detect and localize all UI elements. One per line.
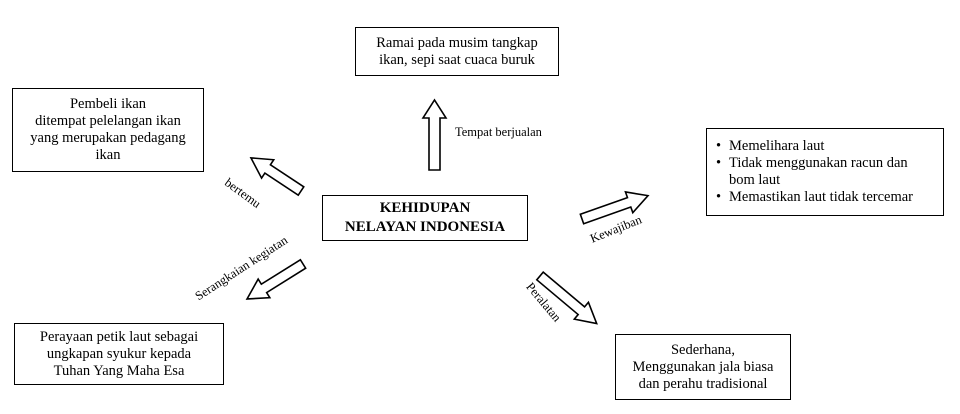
right-box-list: Memelihara laut Tidak menggunakan racun … [713, 138, 934, 206]
left-bottom-box-line2: ungkapan syukur kepada [46, 345, 192, 362]
right-bottom-box-line1: Sederhana, [670, 341, 735, 358]
left-top-box-line1: Pembeli ikan [69, 96, 147, 112]
right-box-item: Memelihara laut [713, 138, 934, 155]
left-bottom-box-line1: Perayaan petik laut sebagai [39, 328, 199, 345]
arrow-to-top [421, 98, 448, 171]
label-tempat-berjualan: Tempat berjualan [455, 125, 542, 139]
right-box-item: Memastikan laut tidak tercemar [713, 189, 934, 206]
right-bottom-box: Sederhana, Menggunakan jala biasa dan pe… [615, 334, 791, 400]
center-box: KEHIDUPAN NELAYAN INDONESIA [322, 195, 528, 241]
arrow-to-right [579, 190, 650, 225]
right-bottom-box-line3: dan perahu tradisional [638, 375, 768, 392]
right-bottom-box-line2: Menggunakan jala biasa [632, 358, 774, 375]
left-bottom-box-line3: Tuhan Yang Maha Esa [53, 362, 185, 379]
right-box-item: Tidak menggunakan racun dan bom laut [713, 155, 934, 189]
top-box-line1: Ramai pada musim tangkap [376, 34, 538, 51]
left-top-box-line2: ditempat pelelangan ikan [35, 113, 181, 129]
arrow-to-left-top [249, 156, 305, 197]
left-bottom-box: Perayaan petik laut sebagai ungkapan syu… [14, 323, 224, 385]
top-box: Ramai pada musim tangkap ikan, sepi saat… [355, 27, 559, 76]
left-top-box: Pembeli ikan ditempat pelelangan ikan ya… [12, 88, 204, 172]
left-top-box-line4: ikan [95, 147, 121, 163]
arrow-to-left-bottom [245, 258, 307, 300]
arrow-to-right-bottom [535, 271, 598, 325]
center-box-line1: KEHIDUPAN [379, 200, 471, 216]
right-box: Memelihara laut Tidak menggunakan racun … [706, 128, 944, 216]
left-top-box-line3: yang merupakan pedagang [30, 130, 186, 146]
center-box-line2: NELAYAN INDONESIA [344, 219, 506, 235]
top-box-line2: ikan, sepi saat cuaca buruk [379, 51, 535, 68]
